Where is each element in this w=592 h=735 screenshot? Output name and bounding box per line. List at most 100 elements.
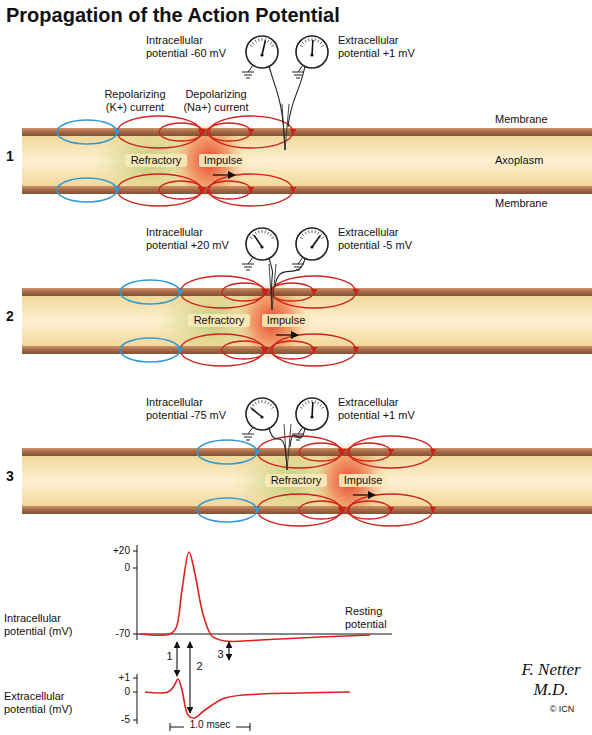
membrane xyxy=(22,186,592,194)
membrane xyxy=(22,288,592,296)
gauge-tick xyxy=(272,407,275,409)
depolarizing-current xyxy=(159,123,203,141)
extracellular-trace xyxy=(145,679,350,718)
potential-reading: Intracellular potential +20 mV xyxy=(146,226,242,251)
gauge-tick xyxy=(255,40,257,43)
axis-title: Intracellular potential (mV) xyxy=(4,612,94,637)
gauge-tick xyxy=(308,38,310,41)
axis-tick xyxy=(133,634,137,635)
depolarizing-current xyxy=(222,341,266,359)
gauge-tick xyxy=(302,234,304,236)
depolarizing-current xyxy=(209,174,293,206)
panel-number: 2 xyxy=(6,308,20,324)
repolarizing-current xyxy=(120,338,180,362)
ground-wire xyxy=(298,427,303,434)
depolarizing-current xyxy=(159,181,203,199)
potential-reading: Extracellular potential +1 mV xyxy=(338,34,440,59)
depolarizing-current xyxy=(222,283,266,301)
extracellular-wire xyxy=(290,428,305,447)
gauge-tick xyxy=(318,232,320,235)
potential-reading: Extracellular potential +1 mV xyxy=(338,396,440,421)
gauge-needle xyxy=(311,40,314,55)
repolarizing-current xyxy=(120,280,180,304)
gauge-tick xyxy=(320,42,322,44)
voltmeter xyxy=(292,228,328,270)
gauge-face xyxy=(246,228,278,260)
gauge-face xyxy=(296,36,328,68)
zone-label: Refractory xyxy=(188,314,250,327)
gauge-tick xyxy=(300,237,303,239)
gauge-tick xyxy=(258,38,260,41)
gauge-tick xyxy=(262,230,263,233)
gauge-tick xyxy=(322,45,325,47)
axis-tick xyxy=(133,551,137,552)
axis-tick xyxy=(133,692,137,693)
time-marker-number: 3 xyxy=(215,648,226,661)
repolarizing-current xyxy=(197,440,257,464)
current-label: Repolarizing (K+) current xyxy=(95,88,175,113)
gauge-tick xyxy=(322,237,325,239)
depolarizing-current xyxy=(207,123,251,141)
zone-label: Refractory xyxy=(265,474,327,487)
gauge-pivot xyxy=(310,53,313,56)
gauge-tick xyxy=(300,45,303,47)
depolarizing-current xyxy=(180,334,264,366)
gauge-tick xyxy=(308,230,310,233)
ground-symbol xyxy=(242,264,254,270)
repolarizing-current xyxy=(57,178,117,202)
gauge-pivot xyxy=(310,415,313,418)
depolarizing-current xyxy=(209,116,293,148)
gauge-tick xyxy=(322,407,325,409)
part-label: Membrane xyxy=(495,197,567,210)
depolarizing-current xyxy=(299,443,343,461)
extracellular-wire xyxy=(275,258,305,287)
impulse-arrow xyxy=(353,494,375,495)
gauge-face xyxy=(296,398,328,430)
gauge-tick xyxy=(318,40,320,43)
gauge-tick xyxy=(250,45,253,47)
membrane xyxy=(22,506,592,514)
tick-label: -5 xyxy=(98,714,130,726)
axis-tick xyxy=(133,568,137,569)
gauge-face xyxy=(246,398,278,430)
time-marker xyxy=(228,642,229,660)
gauge-pivot xyxy=(260,245,263,248)
axis-tick xyxy=(133,720,137,721)
membrane xyxy=(22,346,592,354)
part-label: Axoplasm xyxy=(495,154,567,167)
depolarizing-current xyxy=(117,116,201,148)
title: Propagation of the Action Potential xyxy=(6,4,340,27)
gauge-tick xyxy=(305,402,307,405)
gauge-tick xyxy=(318,402,320,405)
time-marker xyxy=(176,642,177,676)
depolarizing-current xyxy=(349,494,433,526)
zone-label: Impulse xyxy=(262,314,310,327)
depolarizing-current xyxy=(299,501,343,519)
zone-label: Impulse xyxy=(199,154,247,167)
extracellular-wire xyxy=(288,66,305,127)
repolarizing-current xyxy=(57,120,117,144)
depolarizing-current xyxy=(257,494,341,526)
potential-reading: Intracellular potential -60 mV xyxy=(146,34,242,59)
zone-label: Impulse xyxy=(339,474,387,487)
gauge-needle xyxy=(312,236,320,247)
microelectrode xyxy=(282,104,289,150)
gauge-tick xyxy=(314,400,316,403)
voltmeter xyxy=(242,228,278,270)
gauge-tick xyxy=(262,400,263,403)
ground-symbol xyxy=(242,434,254,440)
gauge-tick xyxy=(314,230,316,233)
gauge-tick xyxy=(272,237,275,239)
gauge-tick xyxy=(305,232,307,235)
gauge-tick xyxy=(258,400,260,403)
depolarizing-current xyxy=(270,341,314,359)
panel-number: 3 xyxy=(6,468,20,484)
gauge-tick xyxy=(268,40,270,43)
gauge-face xyxy=(296,228,328,260)
membrane xyxy=(22,448,592,456)
intracellular-trace xyxy=(140,552,370,642)
gauge-tick xyxy=(262,38,263,41)
gauge-tick xyxy=(264,400,266,403)
depolarizing-current xyxy=(347,501,391,519)
depolarizing-current xyxy=(272,276,356,308)
